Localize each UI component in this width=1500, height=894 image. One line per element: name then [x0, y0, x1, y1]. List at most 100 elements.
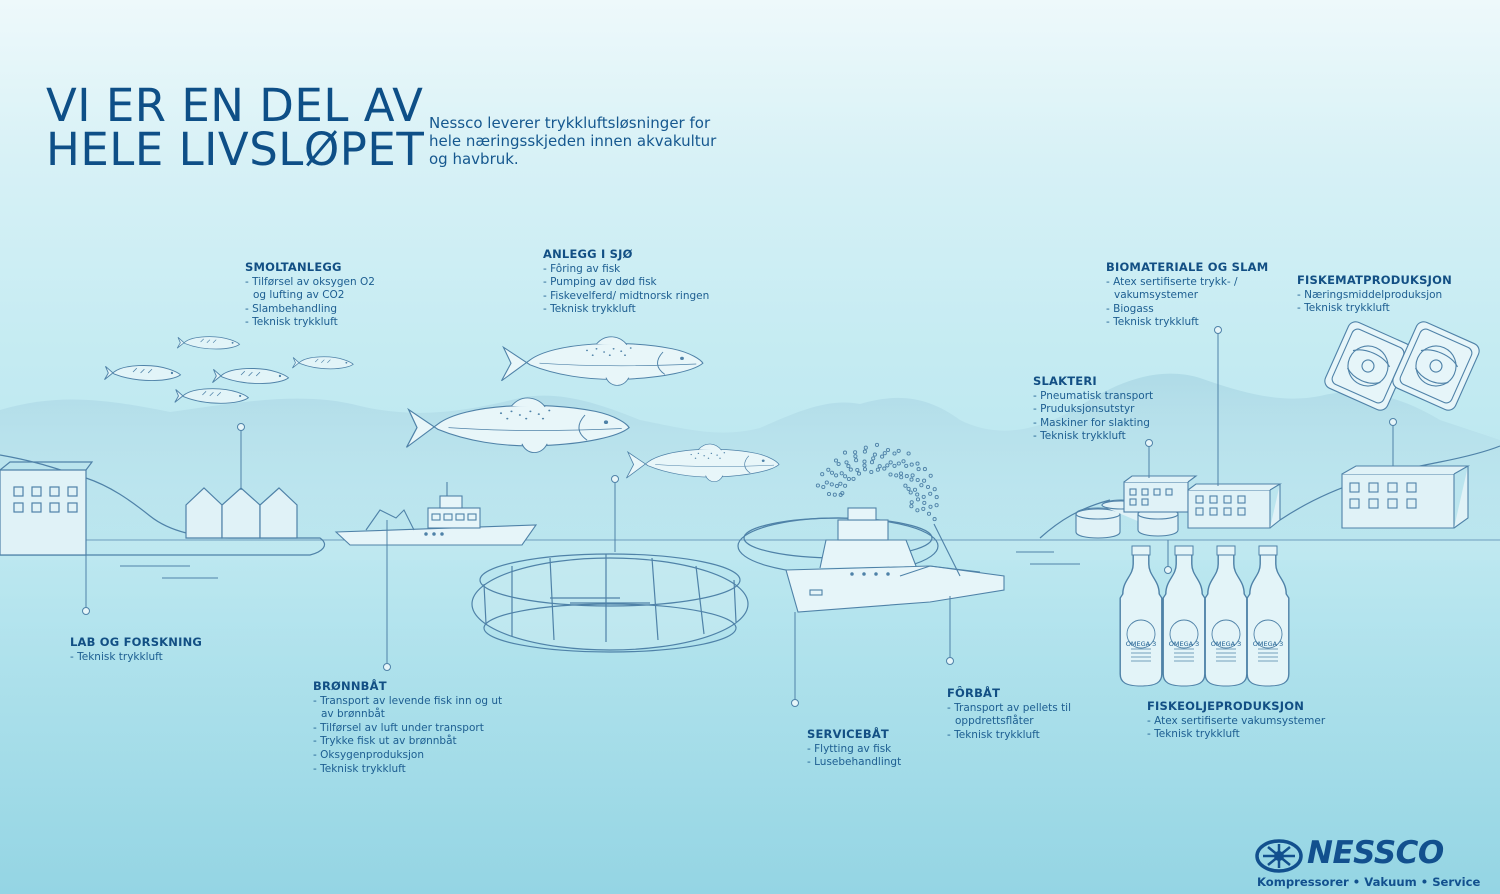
feed-pellet [934, 503, 939, 508]
feed-pellet [846, 476, 851, 482]
section-item: - Teknisk trykkluft [313, 762, 406, 775]
feed-pellet [892, 463, 897, 468]
feed-pellet [844, 460, 849, 465]
feed-pellet [829, 482, 834, 487]
section-item: - Fôring av fisk [543, 262, 621, 275]
section-title: SMOLTANLEGG [245, 260, 342, 274]
section-title: FISKEMATPRODUKSJON [1297, 273, 1452, 287]
section-item: - Biogass [1106, 302, 1154, 315]
wellboat [334, 482, 538, 546]
feed-pellet [856, 471, 862, 476]
feed-pellet [903, 483, 908, 488]
lab-building [0, 461, 94, 556]
feed-pellet [842, 450, 848, 455]
feed-pellet [904, 463, 909, 468]
section-servicebat: SERVICEBÅT - Flytting av fisk - Lusebeha… [807, 727, 901, 770]
feed-pellet [875, 467, 880, 472]
section-item: - Oksygenproduksjon [313, 748, 424, 761]
feed-pellet [872, 452, 877, 457]
section-title: FÔRBÅT [947, 686, 1001, 700]
feed-pellet [934, 495, 939, 500]
feed-pellet [932, 487, 937, 492]
feed-pellet [915, 497, 921, 502]
feed-pellet [894, 473, 899, 478]
section-item: - Pumping av død fisk [543, 276, 657, 289]
section-item: - Næringsmiddelproduksjon [1297, 288, 1443, 301]
feed-pellet [909, 462, 914, 467]
fish-package [1324, 321, 1412, 411]
feed-pellet [840, 491, 845, 496]
feed-pellet [885, 447, 891, 453]
section-item: - Tilførsel av luft under transport [313, 721, 484, 734]
section-item: - Trykke fisk ut av brønnbåt [313, 735, 457, 748]
feed-pellet [926, 511, 932, 516]
feed-pellet [833, 458, 839, 463]
section-item: - Teknisk trykkluft [947, 728, 1040, 741]
section-item: - Teknisk trykkluft [1033, 430, 1126, 443]
omega3-bottles: OMEGA 3 OMEGA 3 OMEGA 3 OMEGA 3 [1119, 545, 1290, 687]
feed-pellet [851, 476, 856, 481]
feed-pellet [826, 467, 831, 472]
section-item: - Atex sertifiserte trykk- / [1106, 275, 1238, 288]
feed-pellet [862, 467, 868, 472]
section-title: BRØNNBÅT [313, 679, 387, 693]
feed-pellet [901, 459, 906, 464]
feed-pellet [915, 461, 920, 466]
section-item: - Transport av levende fisk inn og ut [313, 694, 503, 707]
nessco-logo: NESSCO Kompressorer • Vakuum • Service [1255, 835, 1480, 892]
section-title: BIOMATERIALE OG SLAM [1106, 260, 1269, 274]
page-title-line-1: VI ER EN DEL AV [46, 79, 424, 132]
feed-pellet [904, 474, 909, 479]
section-item: - Maskiner for slakting [1033, 416, 1150, 429]
feed-pellet [821, 484, 826, 490]
feed-pellet [898, 471, 904, 476]
page-title-line-2: HELE LIVSLØPET [46, 123, 425, 176]
feed-pellet [922, 500, 927, 505]
feed-pellet [854, 458, 859, 463]
section-item: - Teknisk trykkluft [1147, 728, 1240, 741]
fishfood-factory [1341, 465, 1471, 529]
section-item: - Flytting av fisk [807, 742, 892, 755]
section-item: - Transport av pellets til [947, 701, 1072, 714]
feed-pellet [863, 445, 868, 450]
feed-pellet [820, 472, 825, 477]
section-item: - Teknisk trykkluft [543, 303, 636, 316]
page-title: VI ER EN DEL AV HELE LIVSLØPET [46, 79, 425, 176]
section-fiskeoljeproduksjon: FISKEOLJEPRODUKSJON - Atex sertifiserte … [1147, 699, 1325, 742]
svg-text:OMEGA 3: OMEGA 3 [1169, 640, 1200, 648]
feed-pellet [921, 494, 926, 499]
svg-text:OMEGA 3: OMEGA 3 [1126, 640, 1157, 648]
section-title: SERVICEBÅT [807, 727, 889, 741]
feed-pellet [862, 463, 867, 468]
section-title: LAB OG FORSKNING [70, 635, 203, 649]
feed-pellet [885, 463, 890, 468]
svg-text:OMEGA 3: OMEGA 3 [1211, 640, 1242, 648]
section-lab-og-forskning: LAB OG FORSKNING - Teknisk trykkluft [70, 635, 203, 664]
feed-pellet [908, 490, 913, 495]
section-fiskematproduksjon: FISKEMATPRODUKSJON - Næringsmiddelproduk… [1297, 273, 1452, 316]
section-item: - Teknisk trykkluft [70, 650, 163, 663]
logo-tagline: Kompressorer • Vakuum • Service [1257, 875, 1481, 889]
fish-package [1392, 321, 1480, 411]
section-bronnbat: BRØNNBÅT - Transport av levende fisk inn… [313, 679, 503, 776]
section-item: - Slambehandling [245, 302, 338, 315]
feed-pellet [906, 451, 911, 456]
section-item: oppdrettsflåter [955, 715, 1034, 728]
smolt-houses [185, 487, 298, 539]
feed-pellet [915, 492, 920, 497]
feed-pellet [829, 470, 835, 475]
feed-pellet [848, 467, 853, 472]
feed-pellet [915, 477, 920, 483]
feed-pellet [892, 451, 897, 456]
feed-pellet [896, 461, 901, 466]
feed-pellet [919, 483, 924, 488]
feed-pellet [925, 484, 931, 490]
section-item: - Fiskevelferd/ midtnorsk ringen [543, 289, 710, 302]
section-item: - Tilførsel av oksygen O2 [245, 275, 375, 288]
section-item: vakumsystemer [1114, 289, 1199, 302]
section-title: SLAKTERI [1033, 374, 1097, 388]
feed-pellet [910, 473, 915, 478]
feed-pellet [882, 466, 887, 471]
section-anlegg-i-sjo: ANLEGG I SJØ - Fôring av fisk - Pumping … [543, 247, 710, 317]
